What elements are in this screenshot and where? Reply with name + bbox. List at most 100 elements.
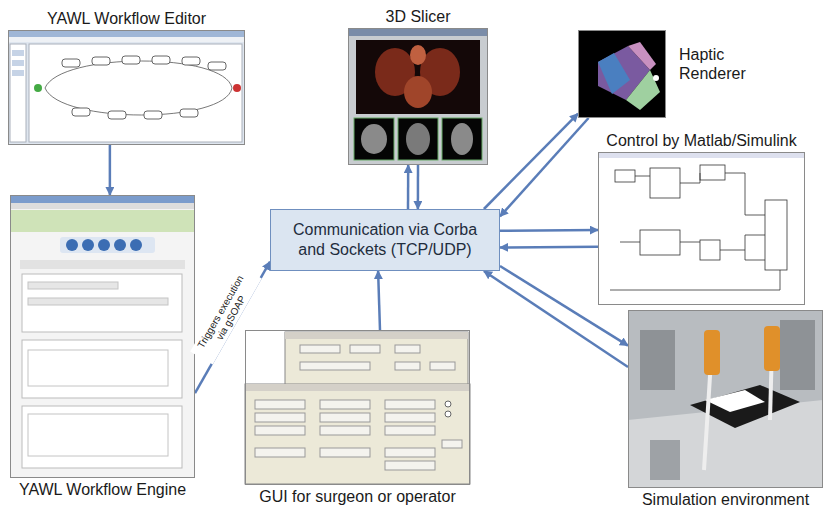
slicer-screenshot (410, 45, 426, 65)
workflow-engine-screenshot (10, 195, 195, 203)
haptic-renderer-screenshot (578, 30, 666, 118)
gui-screenshot (320, 400, 370, 409)
gui-screenshot (385, 448, 435, 457)
slicer-screenshot (406, 123, 430, 155)
connector-arrow (500, 266, 628, 346)
workflow-engine-screenshot (22, 340, 182, 398)
screenshot-heading: YAWL Workflow Editor (47, 9, 206, 28)
gui-screenshot (300, 362, 370, 370)
gui-screenshot (445, 411, 451, 417)
workflow-engine-screenshot (10, 195, 195, 478)
connector-arrow (484, 271, 628, 367)
gui-screenshot (285, 332, 468, 339)
gui-screenshot (430, 362, 455, 370)
simulink-screenshot (700, 240, 720, 260)
workflow-editor-screenshot (233, 84, 241, 92)
simulation-screenshot (650, 440, 680, 480)
gui-screenshot (385, 461, 435, 470)
workflow-editor-screenshot (45, 61, 232, 115)
gui-screenshot (385, 413, 435, 422)
workflow-editor-screenshot (8, 37, 245, 42)
workflow-engine-screenshot (114, 239, 126, 251)
simulation-screenshot (628, 310, 823, 488)
slicer-screenshot (354, 118, 394, 160)
screenshot-heading: YAWL Workflow Engine (19, 480, 186, 499)
workflow-engine-screenshot (28, 298, 168, 305)
workflow-editor-screenshot (152, 56, 170, 64)
slicer-screenshot (356, 40, 480, 114)
gui-screenshot (320, 448, 370, 457)
workflow-engine-screenshot (20, 260, 185, 269)
screenshot-frame: Haptic Renderer (578, 30, 666, 118)
simulink-screenshot (598, 152, 805, 305)
workflow-editor-screenshot (180, 109, 198, 117)
gui-screenshot (320, 426, 370, 435)
workflow-engine-screenshot (10, 203, 195, 209)
screenshot-heading: Haptic Renderer (679, 45, 759, 83)
haptic-renderer-screenshot (598, 53, 630, 94)
workflow-editor-screenshot (8, 30, 245, 145)
workflow-editor-screenshot (92, 57, 110, 65)
process-box: Communication via Corba and Sockets (TCP… (270, 209, 500, 271)
workflow-engine-screenshot (28, 350, 168, 386)
box-text: Communication via Corba and Sockets (TCP… (283, 220, 487, 260)
workflow-editor-screenshot (182, 57, 200, 65)
slicer-screenshot (361, 124, 387, 154)
workflow-editor-screenshot (8, 30, 245, 37)
connector-arrow (500, 229, 598, 232)
workflow-engine-screenshot (60, 237, 155, 253)
workflow-editor-screenshot (144, 111, 162, 119)
gui-screenshot (255, 413, 305, 422)
gui-screenshot (385, 426, 435, 435)
gui-screenshot (395, 345, 420, 353)
workflow-editor-screenshot (122, 56, 140, 64)
simulation-screenshot (764, 326, 780, 371)
gui-screenshot (350, 345, 380, 353)
simulink-screenshot (615, 170, 635, 182)
simulation-screenshot (704, 330, 720, 375)
simulink-screenshot (640, 230, 680, 255)
gui-screenshot (245, 330, 470, 485)
slicer-screenshot (451, 123, 473, 155)
haptic-renderer-screenshot (628, 42, 656, 70)
screenshot-heading: 3D Slicer (386, 7, 451, 26)
simulink-screenshot (650, 168, 680, 198)
connector-arrow (109, 145, 112, 195)
workflow-engine-screenshot (66, 239, 78, 251)
screenshot-frame: Control by Matlab/Simulink (598, 152, 805, 305)
workflow-editor-screenshot (108, 111, 126, 119)
workflow-editor-screenshot (34, 84, 42, 92)
workflow-editor-screenshot (72, 108, 90, 116)
slicer-screenshot (442, 118, 482, 160)
gui-screenshot (245, 384, 470, 484)
screenshot-frame: YAWL Workflow Engine (10, 195, 195, 478)
connector-arrow (484, 114, 578, 209)
workflow-engine-screenshot (22, 406, 182, 468)
slicer-screenshot (348, 28, 488, 36)
connector-arrow (500, 246, 598, 249)
simulink-screenshot (598, 152, 805, 305)
gui-screenshot (245, 330, 470, 485)
slicer-screenshot (398, 118, 438, 160)
gui-screenshot (255, 400, 435, 470)
gui-screenshot (320, 413, 370, 422)
workflow-editor-screenshot (62, 59, 80, 67)
workflow-editor-screenshot (12, 60, 24, 66)
slicer-screenshot (404, 76, 432, 108)
edge-label: Triggers execution via gSOAP (190, 265, 262, 364)
screenshot-frame: GUI for surgeon or operator (245, 330, 470, 485)
gui-screenshot (385, 400, 435, 409)
workflow-editor-screenshot (8, 30, 245, 145)
screenshot-heading: GUI for surgeon or operator (259, 487, 456, 506)
slicer-screenshot (348, 28, 488, 165)
screenshot-frame: Simulation environment (628, 310, 823, 488)
workflow-engine-screenshot (130, 239, 142, 251)
workflow-engine-screenshot (28, 282, 118, 289)
workflow-editor-screenshot (10, 44, 26, 142)
workflow-engine-screenshot (10, 210, 195, 232)
simulink-screenshot (765, 200, 787, 270)
gui-screenshot (245, 384, 470, 391)
connector-arrow (378, 271, 380, 330)
simulation-screenshot (780, 320, 815, 390)
